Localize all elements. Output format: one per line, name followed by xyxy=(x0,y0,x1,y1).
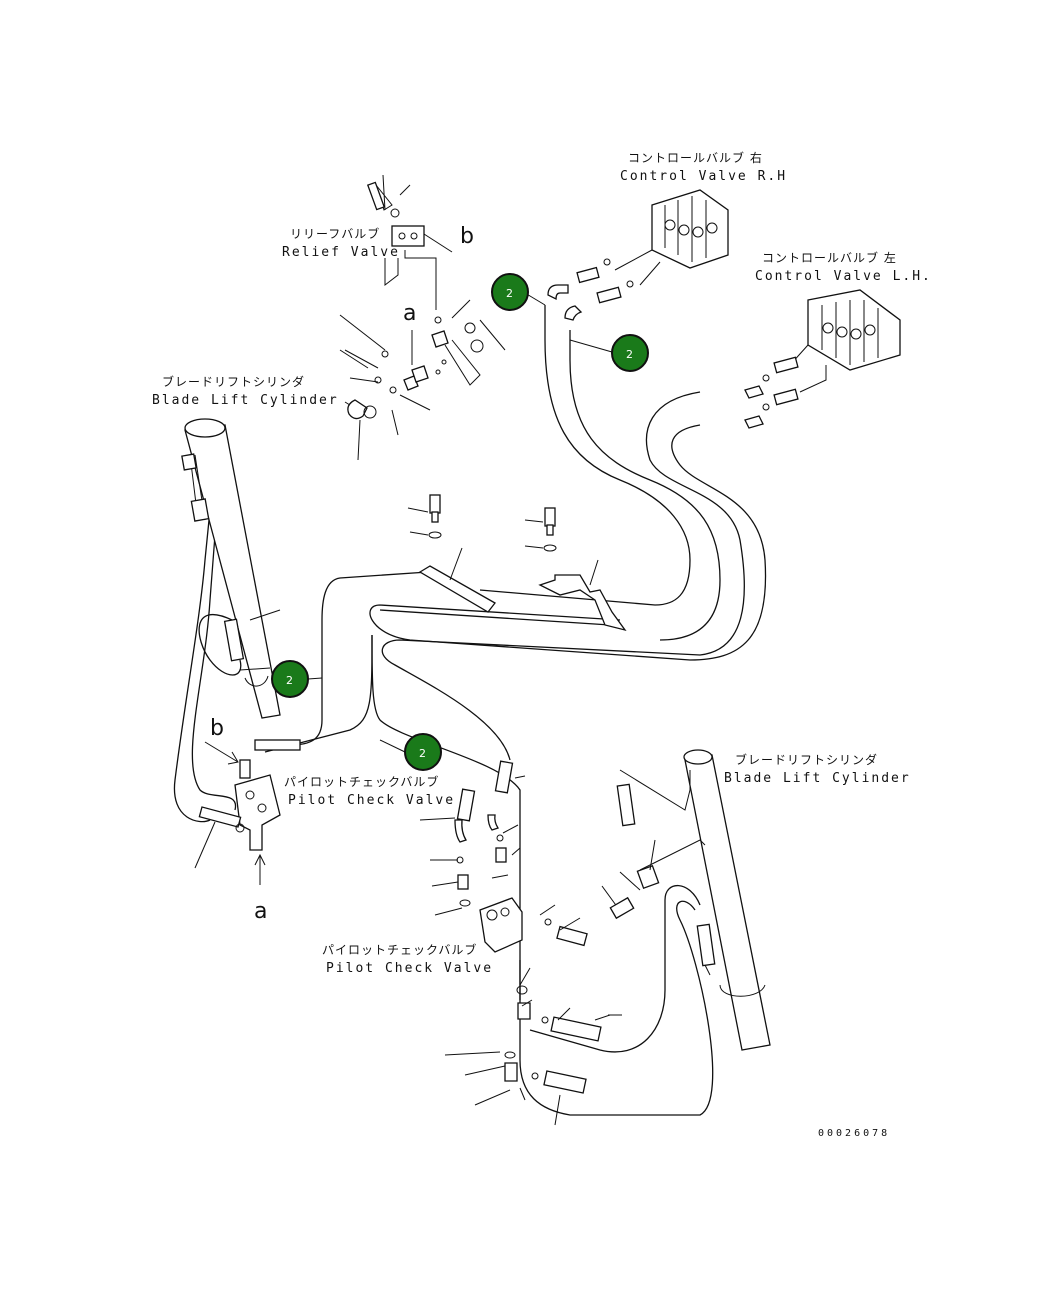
pilot-check-valve-right-jp-label: パイロットチェックバルブ xyxy=(322,942,477,957)
svg-text:2: 2 xyxy=(626,348,633,361)
blade-lift-cylinder-right-jp-label: ブレードリフトシリンダ xyxy=(735,752,878,767)
blade-lift-cylinder-right xyxy=(601,749,771,1051)
callout-badge[interactable]: 2 xyxy=(271,660,309,698)
middle-fittings xyxy=(419,760,526,916)
pilot-check-valve-left xyxy=(194,739,301,885)
control-valve-rh-jp-label: コントロールバルブ 右 xyxy=(628,150,763,165)
control-valve-lh-jp-label: コントロールバルブ 左 xyxy=(762,250,897,265)
svg-text:2: 2 xyxy=(506,287,513,300)
hoses xyxy=(173,305,767,1116)
marker-b-left: b xyxy=(210,716,224,741)
control-valve-lh-fittings xyxy=(744,356,799,429)
pilot-check-valve-left-label: Pilot Check Valve xyxy=(288,793,455,808)
svg-text:2: 2 xyxy=(286,674,293,687)
labels: コントロールバルブ 右 Control Valve R.H コントロールバルブ … xyxy=(152,150,932,1139)
blade-lift-cylinder-left xyxy=(181,418,281,719)
pilot-check-valve-right xyxy=(444,897,622,1126)
relief-valve-label: Relief Valve xyxy=(282,245,400,260)
blade-lift-cylinder-right-label: Blade Lift Cylinder xyxy=(724,771,911,786)
control-valve-lh-label: Control Valve L.H. xyxy=(755,269,932,284)
blade-lift-cylinder-left-label: Blade Lift Cylinder xyxy=(152,393,339,408)
marker-b-top: b xyxy=(460,224,474,249)
pilot-check-valve-left-jp-label: パイロットチェックバルブ xyxy=(284,774,439,789)
control-valve-rh-label: Control Valve R.H xyxy=(620,169,787,184)
drawing-code: 00026078 xyxy=(818,1128,890,1139)
callout-badge[interactable]: 2 xyxy=(611,334,649,372)
marker-a-top: a xyxy=(403,301,416,326)
blade-lift-cylinder-left-jp-label: ブレードリフトシリンダ xyxy=(162,374,305,389)
control-valve-rh-fittings xyxy=(547,258,634,321)
control-valve-rh xyxy=(614,189,729,286)
callout-badges: 2 2 2 2 xyxy=(271,273,649,771)
relief-valve xyxy=(339,174,506,461)
control-valve-lh xyxy=(789,289,901,393)
brackets xyxy=(407,494,627,632)
callout-badge[interactable]: 2 xyxy=(404,733,442,771)
marker-a-bottom: a xyxy=(254,899,267,924)
relief-valve-jp-label: リリーフバルブ xyxy=(290,226,380,241)
svg-text:2: 2 xyxy=(419,747,426,760)
pilot-check-valve-right-label: Pilot Check Valve xyxy=(326,961,493,976)
callout-badge[interactable]: 2 xyxy=(491,273,529,311)
badge-leaders xyxy=(307,292,613,753)
